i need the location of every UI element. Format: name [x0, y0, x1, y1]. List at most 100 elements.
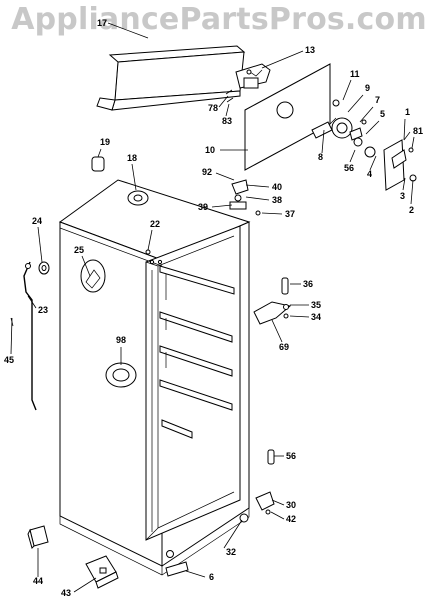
part-30-bottom-hinge	[255, 491, 275, 515]
cabinet	[58, 179, 251, 576]
callout-label-c9: 9	[365, 83, 370, 93]
leader-line-c3	[402, 177, 406, 191]
leader-line-c24	[37, 226, 43, 263]
part-56-pin	[267, 449, 275, 465]
part-19-bushing	[91, 156, 105, 172]
callout-label-c36: 36	[303, 279, 313, 289]
shelf-rail-2	[159, 311, 233, 343]
callout-label-c56b: 56	[286, 451, 296, 461]
callout-label-c83: 83	[222, 116, 232, 126]
callout-label-c8: 8	[318, 152, 323, 162]
callout-label-c18: 18	[127, 153, 137, 163]
leader-line-c6	[185, 570, 206, 578]
callout-label-c11: 11	[350, 69, 360, 79]
callout-layer: 17 13 11 78 83 975 181 10 8 56 43 2 19 18 92 40 38 39 37 24…	[4, 18, 423, 598]
leader-line-c32	[223, 519, 243, 549]
cabinet-opening	[145, 225, 241, 541]
part-83-screw	[226, 97, 234, 103]
callout-label-c98: 98	[116, 335, 126, 345]
callout-label-c5: 5	[380, 109, 385, 119]
leader-line-c38a	[245, 196, 270, 201]
leader-line-c81	[411, 136, 415, 149]
callout-label-c44: 44	[33, 576, 43, 586]
leader-line-c17	[107, 22, 149, 39]
callout-label-c6: 6	[209, 572, 214, 582]
shelf-rail-1	[159, 265, 235, 295]
callout-label-c1: 1	[405, 107, 410, 117]
part-23-rod	[23, 261, 37, 411]
callout-label-c3: 3	[400, 191, 405, 201]
part-18-grommet	[127, 190, 149, 206]
cabinet-plug-22	[145, 249, 151, 255]
leader-line-c25	[81, 255, 91, 277]
callout-label-c40: 40	[272, 182, 282, 192]
part-44-block	[27, 525, 49, 549]
leader-line-c43	[73, 577, 97, 593]
leader-line-c83	[225, 103, 230, 117]
leader-line-c37	[261, 212, 283, 215]
shelf-rail-5	[161, 419, 193, 439]
part-98-plug	[105, 362, 137, 388]
part-69-hinge	[253, 301, 292, 325]
callout-label-c38a: 38	[272, 195, 282, 205]
part-36-pin	[281, 277, 289, 295]
part-43-bracket	[85, 555, 119, 589]
leader-line-c2	[410, 179, 414, 205]
leader-line-c5	[365, 120, 380, 135]
callout-label-c56a: 56	[344, 163, 354, 173]
leader-line-c34	[289, 315, 310, 318]
leader-line-c1	[403, 118, 406, 141]
part-32-plug	[166, 513, 249, 558]
leader-line-c23	[27, 295, 37, 309]
part-13-bracket	[235, 63, 271, 89]
leader-line-c22	[147, 229, 153, 251]
part-hinge-top	[229, 179, 261, 216]
callout-label-c30: 30	[286, 500, 296, 510]
cabinet-plug-22b	[149, 259, 155, 265]
watermark: AppliancePartsPros.com	[11, 2, 427, 37]
part-1-switch-bracket	[383, 131, 417, 191]
leader-line-c19	[97, 148, 102, 158]
callout-label-c2: 2	[409, 205, 414, 215]
part-6-kickplate	[165, 561, 189, 577]
part-78-screw	[225, 89, 233, 95]
leader-line-c30	[271, 499, 285, 506]
callout-label-c37: 37	[285, 209, 295, 219]
callout-label-c7: 7	[375, 95, 380, 105]
callout-label-c32: 32	[226, 547, 236, 557]
callout-label-c17: 17	[97, 18, 107, 28]
callout-label-c35: 35	[311, 300, 321, 310]
leader-line-c11	[342, 79, 352, 101]
callout-label-c13: 13	[305, 45, 315, 55]
callout-label-c10: 10	[205, 145, 215, 155]
leader-line-c92	[215, 172, 235, 181]
callout-label-c25: 25	[74, 245, 84, 255]
callout-label-c92: 92	[202, 167, 212, 177]
part-25-hinge-plate	[80, 259, 106, 293]
callout-label-c42: 42	[286, 514, 296, 524]
leader-line-c13	[261, 50, 304, 69]
shelf-rail-4	[159, 379, 233, 411]
callout-label-c34: 34	[311, 312, 321, 322]
leader-line-c18	[131, 163, 137, 191]
leader-line-c7	[359, 106, 374, 123]
callout-label-c23: 23	[38, 305, 48, 315]
leader-line-c39	[211, 204, 233, 208]
callout-label-c45: 45	[4, 355, 14, 365]
callout-label-c78: 78	[208, 103, 218, 113]
callout-label-c69: 69	[279, 342, 289, 352]
leader-line-c8	[321, 129, 325, 154]
leader-line-c45	[10, 317, 13, 355]
leader-line-c69	[271, 319, 283, 343]
leader-line-c40	[245, 184, 270, 188]
shelf-rails	[159, 265, 235, 439]
callout-label-c39: 39	[198, 202, 208, 212]
part-thermostat-assembly	[311, 117, 376, 158]
callout-label-c43: 43	[61, 588, 71, 598]
callout-label-c81: 81	[413, 126, 423, 136]
callout-label-c24: 24	[32, 216, 42, 226]
leader-line-c42	[270, 511, 285, 520]
callout-label-c19: 19	[100, 137, 110, 147]
leader-line-c56a	[349, 149, 356, 163]
part-24-washer	[38, 261, 50, 275]
